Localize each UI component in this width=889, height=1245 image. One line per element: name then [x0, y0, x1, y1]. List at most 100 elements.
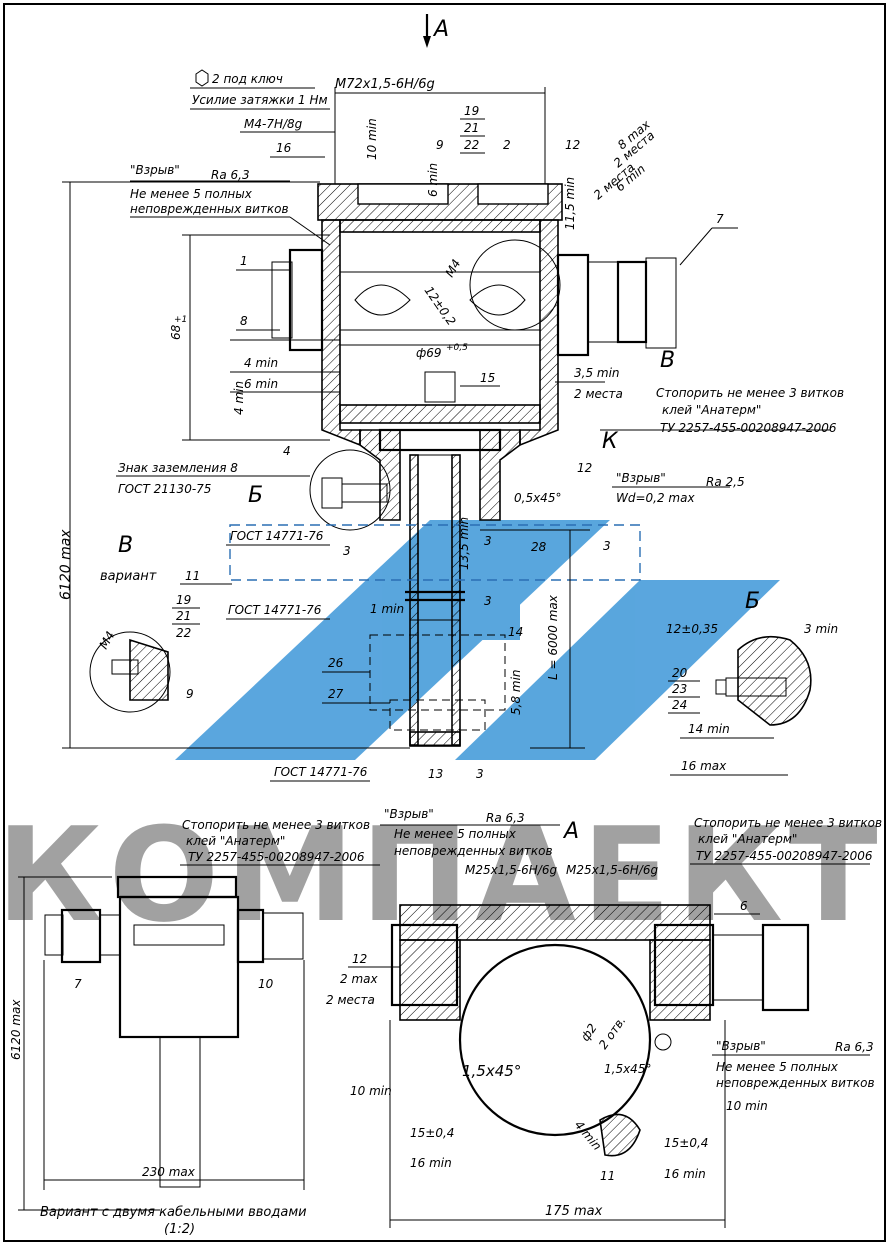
dim-6120-small: 6120 max — [9, 999, 23, 1060]
dim-175max: 175 max — [545, 1204, 603, 1219]
five-turns-6: неповрежденных витков — [716, 1076, 875, 1090]
m4-thread-label: М4-7Н/8g — [244, 117, 303, 131]
variant-label: вариант — [100, 569, 157, 584]
variant-caption-1: Вариант с двумя кабельными вводами — [40, 1205, 307, 1220]
lock-text-6: ТУ 2257-455-00208947-2006 — [188, 850, 365, 864]
torque-label: Усилие затяжки 1 Нм — [192, 93, 328, 107]
dim-14min: 14 min — [688, 722, 730, 736]
vzryv-label-1: "Взрыв" — [130, 163, 180, 177]
dim-6min-top: 6 min — [426, 163, 440, 197]
ra25-label: Ra 2,5 — [706, 475, 745, 489]
callout-10: 9 — [436, 138, 444, 152]
dim-05x45: 0,5х45° — [514, 491, 561, 505]
dim-16min-b: 16 min — [664, 1167, 706, 1181]
callout-15: 13 — [428, 767, 443, 781]
m25-thread-2: М25х1,5-6Н/6g — [566, 863, 658, 877]
dim-135min: 13,5 min — [457, 517, 471, 570]
dim-16max: 16 max — [681, 759, 727, 773]
callout-7b: 7 — [74, 977, 82, 991]
vzryv-label-4: "Взрыв" — [716, 1039, 766, 1053]
m25-thread-1: М25х1,5-6Н/6g — [465, 863, 557, 877]
lock-text-9: ТУ 2257-455-00208947-2006 — [696, 849, 873, 863]
five-turns-2: неповрежденных витков — [130, 202, 289, 216]
callout-13c: 12 — [352, 952, 367, 966]
view-b-title: Б — [745, 589, 760, 614]
dimension-lines — [62, 87, 830, 749]
lock-text-8: клей "Анатерм" — [698, 832, 797, 846]
gost-label-3: ГОСТ 14771-76 — [274, 765, 368, 779]
view-a-label: А — [432, 17, 449, 42]
dim-3-b: 3 — [603, 539, 611, 553]
callout-19: 19 — [464, 104, 479, 118]
callout-8: 8 — [240, 314, 248, 328]
gost-label-1: ГОСТ 14771-76 — [230, 529, 324, 543]
callout-2: 2 — [503, 138, 511, 152]
callout-28: 28 — [531, 540, 547, 554]
callout-7: 7 — [716, 212, 724, 226]
dim-16min-a: 16 min — [410, 1156, 452, 1170]
lock-text-1: Стопорить не менее 3 витков — [656, 386, 844, 400]
dim-4min-v: 4 min — [232, 381, 246, 415]
detail-v — [89, 631, 171, 713]
view-a-section — [389, 904, 810, 1228]
callout-19b: 19 — [176, 593, 191, 607]
dim-115min: 11,5 min — [563, 177, 577, 230]
five-turns-3: Не менее 5 полных — [394, 827, 517, 841]
callout-9: 10 — [258, 977, 274, 991]
vzryv-label-3: "Взрыв" — [384, 807, 434, 821]
view-b-marker: Б — [248, 483, 263, 508]
section-k-marker: К — [602, 429, 619, 454]
two-places-3: 2 места — [574, 387, 623, 401]
dim-4min-l: 4 min — [244, 356, 278, 370]
dim-69: ф69 — [416, 346, 442, 360]
callout-1: 1 — [240, 254, 248, 268]
callout-4: 4 — [283, 444, 291, 458]
callout-13b: 12 — [577, 461, 592, 475]
dim-2otv: 2 отв. — [596, 1014, 629, 1052]
head-section — [229, 183, 677, 747]
sheet-border — [3, 3, 886, 1242]
callout-26: 26 — [328, 656, 344, 670]
dim-3-c: 3 — [484, 594, 492, 608]
wrench-label: 2 под ключ — [212, 72, 283, 86]
ground-label-2: ГОСТ 21130-75 — [118, 482, 211, 496]
callout-10b: 9 — [186, 687, 194, 701]
ra63-label-1: Ra 6,3 — [211, 168, 250, 182]
dim-2max: 2 max — [340, 972, 378, 986]
dim-3-d: 3 — [476, 767, 484, 781]
dim-L: L = 6000 max — [546, 594, 560, 680]
dim-15-04-a: 15±0,4 — [410, 1126, 454, 1140]
dim-15x45-b: 1,5х45° — [604, 1062, 651, 1076]
callout-22: 22 — [464, 138, 479, 152]
callout-3: 3 — [343, 544, 351, 558]
dim-12-035: 12±0,35 — [666, 622, 718, 636]
dim-58min: 5,8 min — [509, 669, 523, 715]
callout-27: 27 — [328, 687, 344, 701]
dim-10min-br: 10 min — [726, 1099, 768, 1113]
dim-10min-bl: 10 min — [350, 1084, 392, 1098]
dim-m4-v: М4 — [96, 629, 117, 652]
dim-m4: М4 — [442, 257, 463, 280]
lock-text-7: Стопорить не менее 3 витков — [694, 816, 882, 830]
variant-side-view — [18, 875, 305, 1211]
dim-15-04-b: 15±0,4 — [664, 1136, 708, 1150]
tol-69: +0,5 — [446, 343, 468, 353]
gost-label-2: ГОСТ 14771-76 — [228, 603, 322, 617]
dim-15x45-a: 1,5х45° — [462, 1062, 521, 1080]
dim-3min-b: 3 min — [804, 622, 838, 636]
callout-6: 6 — [740, 899, 748, 913]
callout-21b: 21 — [176, 609, 191, 623]
ground-label-1: Знак заземления 8 — [118, 461, 238, 475]
vzryv-label-2: "Взрыв" — [616, 471, 666, 485]
callout-18: 16 — [276, 141, 292, 155]
dim-3-a: 3 — [484, 534, 492, 548]
callout-13: 12 — [565, 138, 580, 152]
nut-hexagon-icon — [195, 69, 209, 87]
dim-10min-top: 10 min — [365, 118, 379, 160]
dim-6120: 6120 max — [58, 529, 74, 600]
dim-6min-l: 6 min — [244, 377, 278, 391]
two-places-4: 2 места — [326, 993, 375, 1007]
wd-label: Wd=0,2 max — [616, 491, 695, 505]
ra63-label-2: Ra 6,3 — [486, 811, 525, 825]
